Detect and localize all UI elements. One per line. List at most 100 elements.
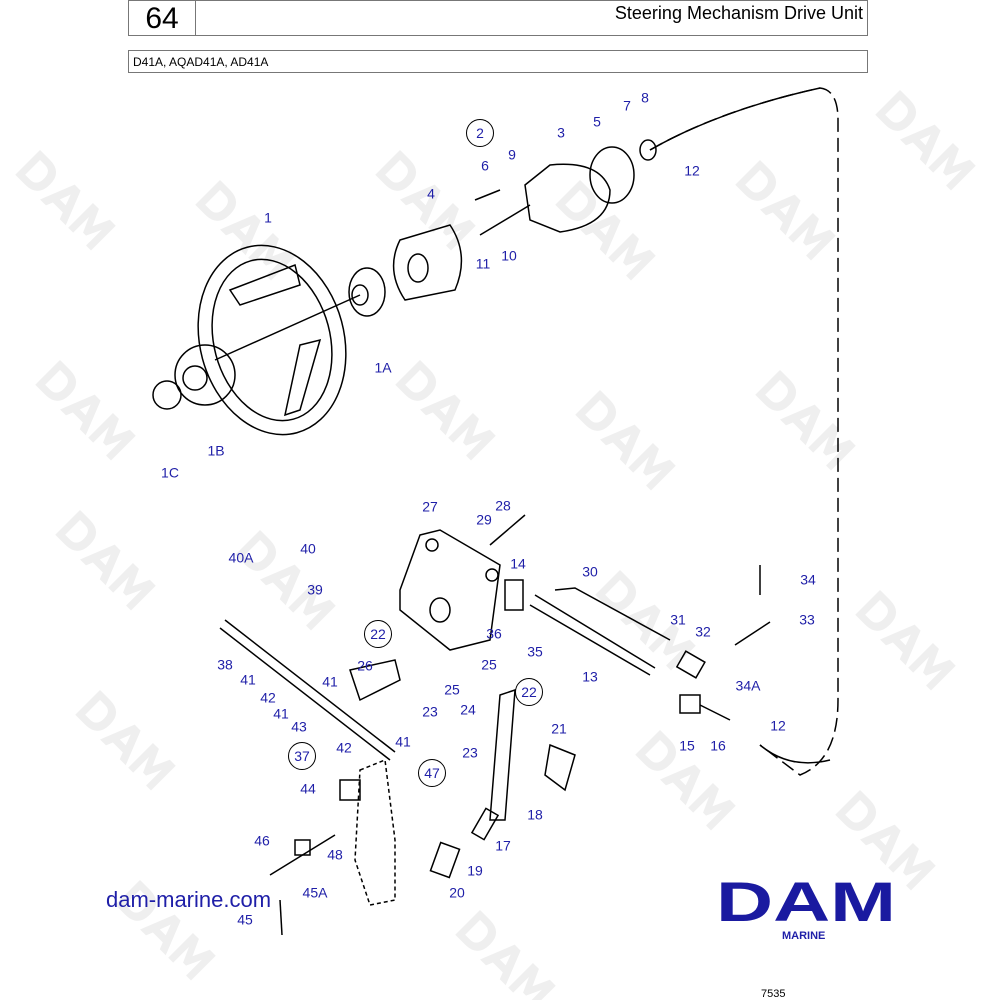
part-label-15[interactable]: 15 — [679, 737, 695, 754]
housing-3 — [479, 146, 635, 236]
bushing-14 — [504, 579, 524, 611]
part-label-48[interactable]: 48 — [327, 846, 343, 863]
nut-8 — [639, 139, 657, 161]
part-label-29[interactable]: 29 — [476, 511, 492, 528]
logo-text: DAM — [716, 877, 896, 925]
cable-12-lower — [759, 744, 831, 764]
part-label-19[interactable]: 19 — [467, 862, 483, 879]
cover-4 — [392, 224, 463, 301]
part-label-14[interactable]: 14 — [510, 555, 526, 572]
part-label-40a[interactable]: 40A — [228, 549, 254, 566]
part-label-33[interactable]: 33 — [799, 611, 815, 628]
steering-wheel — [152, 244, 361, 436]
part-label-41[interactable]: 41 — [322, 673, 338, 690]
bracket-27 — [399, 529, 501, 651]
part-label-5[interactable]: 5 — [593, 113, 601, 130]
pin-45 — [279, 899, 283, 936]
part-label-22[interactable]: 22 — [364, 620, 392, 648]
part-label-20[interactable]: 20 — [449, 884, 465, 901]
part-label-3[interactable]: 3 — [557, 124, 565, 141]
rod-13 — [529, 594, 656, 676]
part-label-41[interactable]: 41 — [240, 671, 256, 688]
part-label-34[interactable]: 34 — [800, 571, 816, 588]
part-label-1b[interactable]: 1B — [207, 442, 225, 459]
part-label-37[interactable]: 37 — [288, 742, 316, 770]
page-header: 64 Steering Mechanism Drive Unit — [128, 0, 868, 36]
reference-number: 7535 — [761, 988, 786, 1000]
rod-43 — [219, 627, 391, 761]
part-label-42[interactable]: 42 — [260, 689, 276, 706]
part-label-1c[interactable]: 1C — [161, 464, 179, 481]
bushing-20 — [429, 841, 461, 879]
part-label-32[interactable]: 32 — [695, 623, 711, 640]
part-label-41[interactable]: 41 — [395, 733, 411, 750]
rod-43-edge — [224, 619, 396, 753]
bolt-33 — [734, 621, 771, 646]
bolt-16 — [699, 704, 731, 721]
lever-dashed — [354, 758, 396, 906]
part-label-1[interactable]: 1 — [264, 209, 272, 226]
part-label-26[interactable]: 26 — [357, 657, 373, 674]
dam-logo: DAM — [716, 877, 896, 925]
part-label-38[interactable]: 38 — [217, 656, 233, 673]
part-label-42[interactable]: 42 — [336, 739, 352, 756]
part-label-2[interactable]: 2 — [466, 119, 494, 147]
part-label-34a[interactable]: 34A — [735, 677, 761, 694]
part-label-25[interactable]: 25 — [444, 681, 460, 698]
part-label-12[interactable]: 12 — [770, 717, 786, 734]
bolt-28 — [489, 514, 526, 546]
hub-1A — [348, 267, 386, 317]
part-label-47[interactable]: 47 — [418, 759, 446, 787]
part-label-25[interactable]: 25 — [481, 656, 497, 673]
part-label-17[interactable]: 17 — [495, 837, 511, 854]
part-label-40[interactable]: 40 — [300, 540, 316, 557]
part-label-30[interactable]: 30 — [582, 563, 598, 580]
part-label-12[interactable]: 12 — [684, 162, 700, 179]
part-label-7[interactable]: 7 — [623, 97, 631, 114]
part-label-41[interactable]: 41 — [273, 705, 289, 722]
part-label-45a[interactable]: 45A — [302, 884, 328, 901]
cable-dashed — [649, 87, 839, 776]
clamp-45A — [294, 839, 311, 856]
part-label-35[interactable]: 35 — [527, 643, 543, 660]
lever-26 — [349, 659, 401, 702]
part-label-28[interactable]: 28 — [495, 497, 511, 514]
part-label-36[interactable]: 36 — [486, 625, 502, 642]
part-label-8[interactable]: 8 — [641, 89, 649, 106]
plate-21 — [544, 743, 576, 792]
part-label-45[interactable]: 45 — [237, 911, 253, 928]
part-label-27[interactable]: 27 — [422, 498, 438, 515]
rod-30 — [554, 587, 671, 641]
part-label-23[interactable]: 23 — [422, 703, 438, 720]
bushing-19 — [470, 807, 500, 841]
part-label-23[interactable]: 23 — [462, 744, 478, 761]
part-label-31[interactable]: 31 — [670, 611, 686, 628]
website-link[interactable]: dam-marine.com — [106, 887, 272, 912]
clevis-32 — [675, 650, 706, 679]
page-number: 64 — [129, 1, 196, 36]
part-label-46[interactable]: 46 — [254, 832, 270, 849]
part-label-10[interactable]: 10 — [501, 247, 517, 264]
part-label-18[interactable]: 18 — [527, 806, 543, 823]
part-label-16[interactable]: 16 — [710, 737, 726, 754]
part-label-24[interactable]: 24 — [460, 701, 476, 718]
part-label-1a[interactable]: 1A — [374, 359, 392, 376]
clamp-44 — [339, 779, 361, 801]
part-label-39[interactable]: 39 — [307, 581, 323, 598]
bolt-46 — [269, 834, 336, 876]
part-label-13[interactable]: 13 — [582, 668, 598, 685]
part-label-11[interactable]: 11 — [475, 255, 491, 272]
cable-12 — [649, 87, 821, 151]
part-label-43[interactable]: 43 — [291, 718, 307, 735]
bolt-6 — [474, 189, 501, 201]
bracket-15 — [679, 694, 701, 714]
part-label-21[interactable]: 21 — [551, 720, 567, 737]
logo-subtitle: MARINE — [782, 930, 826, 942]
part-label-44[interactable]: 44 — [300, 780, 316, 797]
part-label-22[interactable]: 22 — [515, 678, 543, 706]
part-label-9[interactable]: 9 — [508, 146, 516, 163]
part-label-6[interactable]: 6 — [481, 157, 489, 174]
part-label-4[interactable]: 4 — [427, 185, 435, 202]
lever-17 — [489, 688, 516, 821]
